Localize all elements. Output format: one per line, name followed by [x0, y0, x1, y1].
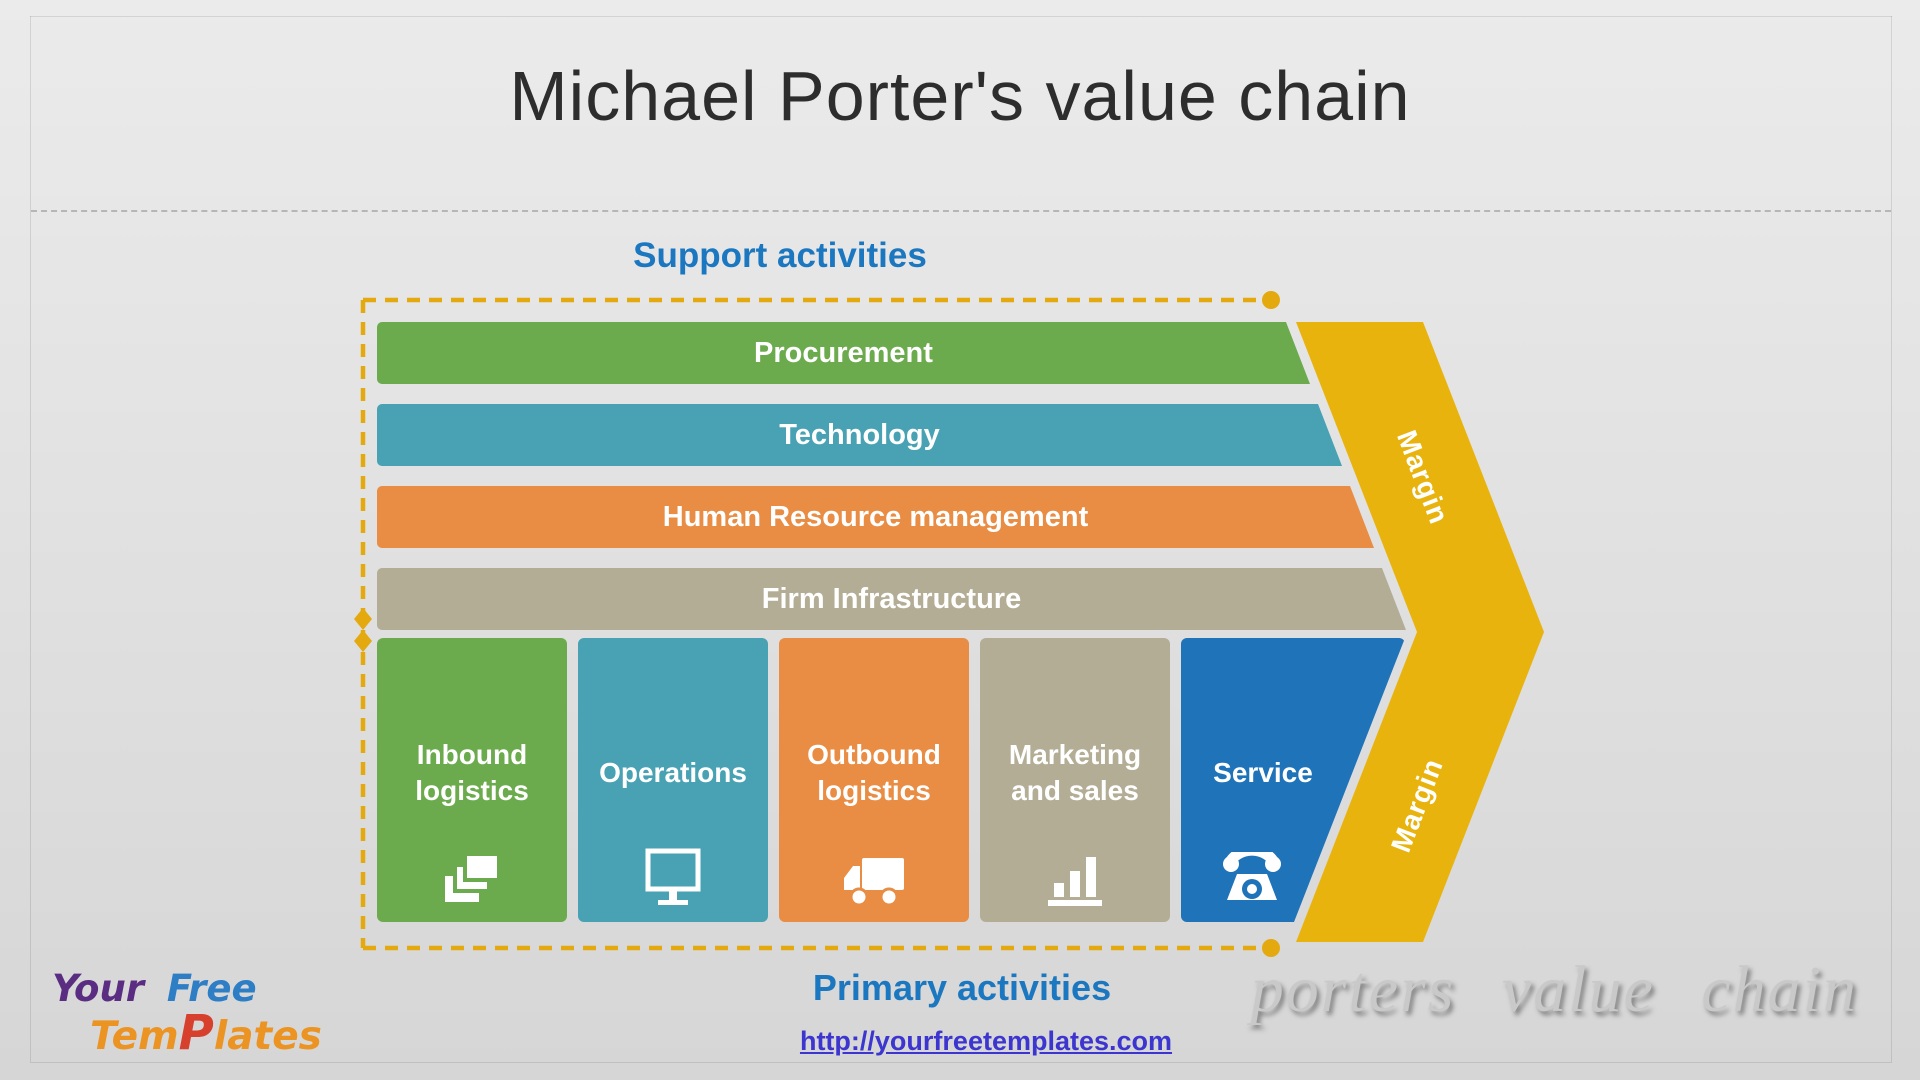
- slide-frame-right: [1891, 16, 1892, 1062]
- your-free-templates-logo: Your Free TemPlates: [52, 970, 322, 1057]
- logo-word-free: Free: [166, 967, 257, 1010]
- support-bar-label: Firm Infrastructure: [761, 582, 1022, 615]
- support-bar-label: Human Resource management: [662, 500, 1089, 533]
- primary-column-service: Service: [1181, 638, 1405, 922]
- slide-frame-left: [30, 16, 31, 1062]
- primary-column-inbound-logistics: Inbound logistics: [377, 638, 567, 922]
- primary-column-label: Marketing and sales: [1008, 739, 1142, 806]
- support-bar-technology: Technology: [377, 404, 1342, 466]
- logo-word-your: Your: [52, 967, 145, 1010]
- slide-frame-top: [30, 16, 1892, 17]
- phone-icon: [1181, 844, 1405, 906]
- watermark-text: porters value chain: [1250, 953, 1858, 1026]
- yourfreetemplates-url-link[interactable]: http://yourfreetemplates.com: [799, 1026, 1173, 1056]
- logo-letter-p: P: [178, 1005, 214, 1061]
- support-bar-firm-infrastructure: Firm Infrastructure: [377, 568, 1406, 630]
- border-diamond-marker-lower: [354, 630, 372, 652]
- support-bar-human-resource-management: Human Resource management: [377, 486, 1374, 548]
- pages-icon: [377, 844, 567, 906]
- primary-column-operations: Operations: [578, 638, 768, 922]
- primary-activities-label: Primary activities: [812, 967, 1112, 1008]
- primary-column-marketing-and-sales: Marketing and sales: [980, 638, 1170, 922]
- support-activities-label: Support activities: [633, 236, 927, 275]
- primary-column-label: Inbound logistics: [415, 739, 529, 806]
- margin-label-lower: Margin: [1385, 754, 1449, 856]
- bar-chart-icon: [980, 844, 1170, 906]
- primary-column-label: Operations: [599, 757, 747, 788]
- logo-line1: Your Free: [52, 970, 322, 1007]
- logo-line2: TemPlates: [90, 1009, 322, 1057]
- monitor-icon: [578, 844, 768, 906]
- page-title: Michael Porter's value chain: [509, 57, 1411, 135]
- logo-word-tem: Tem: [90, 1014, 179, 1059]
- margin-arrow-shape: [1296, 322, 1544, 942]
- support-bar-label: Technology: [779, 418, 940, 451]
- support-bar-procurement: Procurement: [377, 322, 1310, 384]
- border-endpoint-dot-top: [1262, 291, 1280, 309]
- border-diamond-marker-upper: [354, 608, 372, 630]
- primary-column-label: Outbound logistics: [807, 739, 941, 806]
- primary-column-outbound-logistics: Outbound logistics: [779, 638, 969, 922]
- slide-frame-bottom: [30, 1062, 1892, 1063]
- title-separator-dashed-line: [31, 210, 1891, 212]
- support-bar-label: Procurement: [754, 336, 933, 369]
- truck-icon: [779, 844, 969, 906]
- primary-column-label: Service: [1213, 757, 1313, 788]
- margin-label-upper: Margin: [1391, 426, 1455, 528]
- logo-word-lates: lates: [213, 1014, 322, 1059]
